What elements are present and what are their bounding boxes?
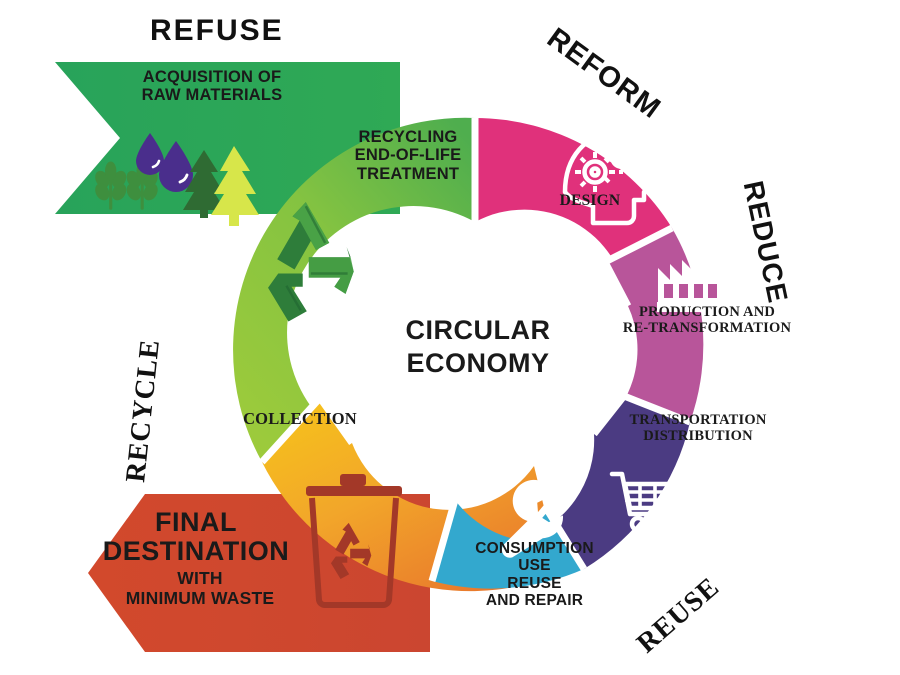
banner-label-final-destination: FINAL DESTINATION (102, 507, 290, 566)
globe-icon (666, 460, 734, 528)
banner-label-raw-materials: ACQUISITION OF RAW MATERIALS (141, 68, 283, 105)
tree-icon (183, 146, 259, 226)
segment-label-transportation: TRANSPORTATION DISTRIBUTION (629, 412, 767, 445)
segment-label-consumption: CONSUMPTION USE REUSE AND REPAIR (475, 540, 594, 610)
water-drop-icon (136, 133, 193, 192)
segment-label-design: DESIGN (559, 192, 621, 209)
segment-recycling (233, 117, 475, 463)
center-hub (371, 246, 579, 454)
donut-ring (233, 117, 704, 592)
keyword-refuse: REFUSE (150, 14, 284, 47)
segment-design (475, 118, 672, 306)
trash-bin-recycle-icon (306, 474, 402, 608)
segment-label-collection: COLLECTION (243, 409, 357, 428)
center-label: CIRCULAR ECONOMY (405, 315, 551, 378)
banner-sublabel-minimum-waste: WITH MINIMUM WASTE (125, 568, 275, 609)
wheat-icon (95, 161, 158, 210)
head-gears-icon (562, 131, 656, 226)
recycle-arrows-icon (268, 202, 354, 322)
segment-transportation (519, 396, 690, 569)
factory-icon (657, 250, 721, 312)
segment-label-recycling: RECYCLING END-OF-LIFE TREATMENT (354, 128, 462, 183)
segment-label-production: PRODUCTION AND RE-TRANSFORMATION (622, 304, 792, 337)
wrench-icon (501, 479, 563, 558)
